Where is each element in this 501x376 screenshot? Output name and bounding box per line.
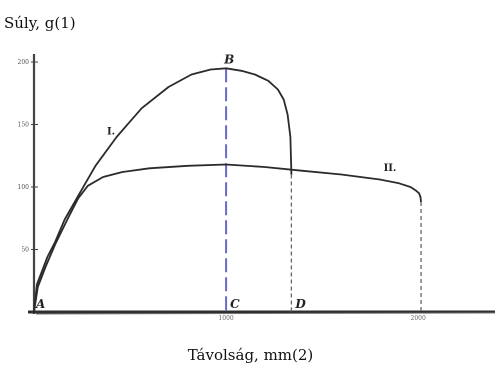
- point-label-c: C: [230, 297, 240, 311]
- series-line-2: [33, 163, 422, 313]
- series-line-1: [33, 67, 293, 313]
- point-label-d: D: [294, 297, 306, 311]
- y-tick-label: 150: [18, 122, 30, 129]
- series-label-1: I.: [107, 127, 115, 138]
- x-tick-label: 1000: [218, 315, 233, 322]
- point-label-a: A: [35, 297, 45, 311]
- x-axis-title: Távolság, mm(2): [187, 346, 314, 364]
- x-axis-shadow-line: [35, 312, 496, 315]
- y-tick-label: 200: [18, 59, 30, 66]
- series-label-2: II.: [384, 163, 397, 174]
- y-tick-label: 100: [18, 184, 30, 191]
- y-axis-title: Súly, g(1): [4, 14, 76, 32]
- y-tick-label: 50: [21, 247, 29, 254]
- x-tick-label: 2000: [411, 315, 426, 322]
- point-label-b: B: [223, 52, 234, 66]
